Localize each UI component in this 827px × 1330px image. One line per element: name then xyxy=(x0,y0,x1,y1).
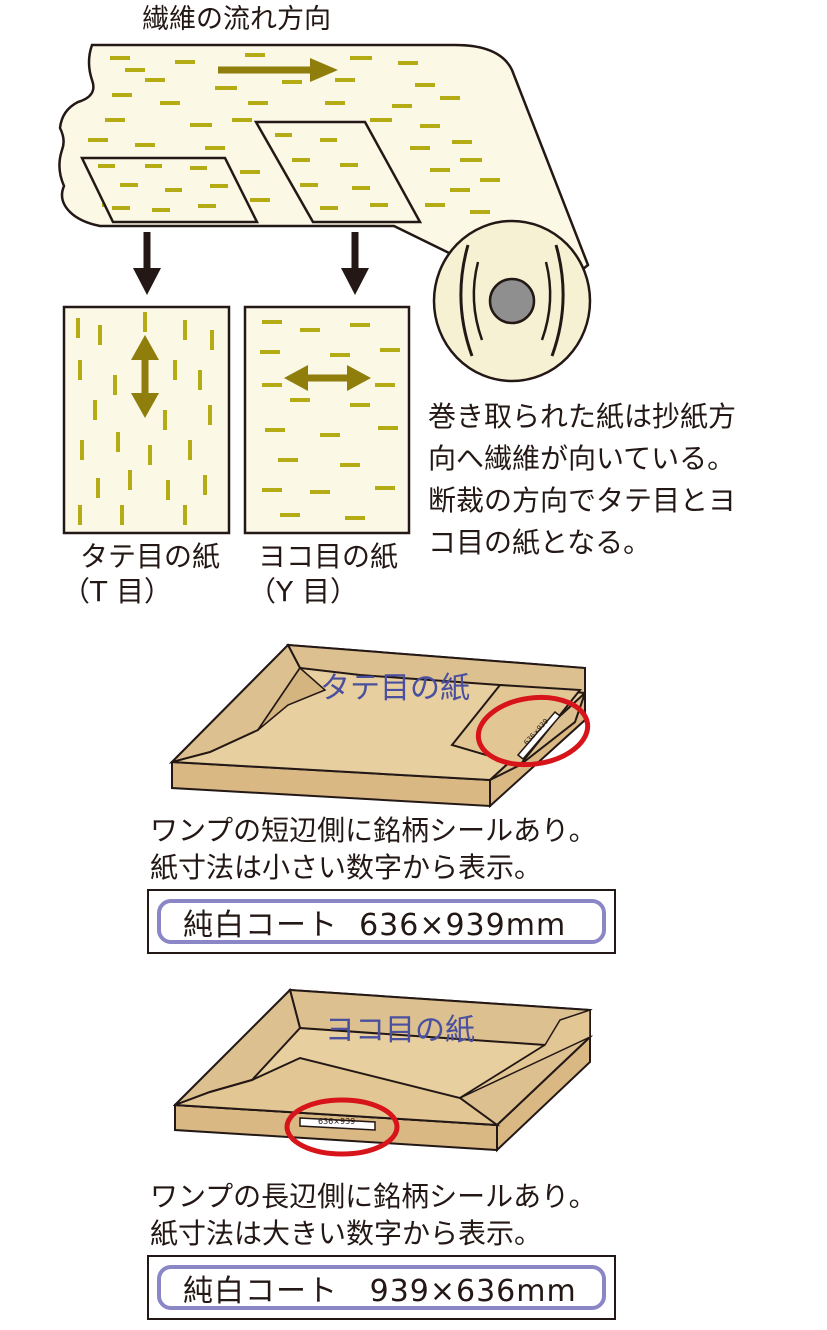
cut-sheet-y xyxy=(253,120,423,224)
box-y-seal-text: 636×939 xyxy=(318,1117,356,1126)
down-arrow-icon xyxy=(133,232,161,295)
roll-core xyxy=(488,277,536,325)
t-paper-label: タテ目の紙 xyxy=(80,540,221,573)
box-y-caption-line: ワンプの長辺側に銘柄シールあり。 xyxy=(150,1180,597,1213)
highlight-circle xyxy=(284,1097,400,1157)
box-t-product-label: 純白コート 636×939mm xyxy=(147,889,616,954)
box-y-product-label: 純白コート 939×636mm xyxy=(147,1255,616,1320)
box-y-caption-line: 紙寸法は大きい数字から表示。 xyxy=(150,1217,543,1250)
box-t-product-label-text: 純白コート 636×939mm xyxy=(157,899,606,944)
left-right-arrow-icon xyxy=(284,365,371,391)
paper-roll xyxy=(432,219,592,383)
explanation-line: コ目の紙となる。 xyxy=(428,526,652,559)
box-y-product-label-text: 純白コート 939×636mm xyxy=(157,1265,606,1310)
box-t-caption-line: 紙寸法は小さい数字から表示。 xyxy=(150,851,543,884)
box-t-caption-line: ワンプの短辺側に銘柄シールあり。 xyxy=(150,814,597,847)
t-paper-sheet xyxy=(62,305,231,535)
t-paper-sub: （T 目） xyxy=(62,575,173,608)
paper-roll-diagram xyxy=(58,43,592,535)
cut-sheet-t xyxy=(80,156,260,224)
y-paper-sub: （Y 目） xyxy=(248,575,359,608)
up-down-arrow-icon xyxy=(131,335,159,418)
down-arrow-icon xyxy=(341,232,369,295)
y-paper-sheet xyxy=(243,305,411,535)
explanation-line: 向へ繊維が向いている。 xyxy=(428,442,736,475)
box-t-seal-text: 636×939 xyxy=(522,717,551,747)
fiber-direction-label: 繊維の流れ方向 xyxy=(142,4,331,35)
right-arrow-icon xyxy=(218,58,338,82)
explanation-line: 巻き取られた紙は抄紙方 xyxy=(428,400,737,433)
explanation-text: 巻き取られた紙は抄紙方 向へ繊維が向いている。 断裁の方向でタテ目とヨ コ目の紙… xyxy=(428,396,736,564)
explanation-line: 断裁の方向でタテ目とヨ xyxy=(428,484,737,517)
box-t-title: タテ目の紙 xyxy=(320,671,470,706)
box-y-title: ヨコ目の紙 xyxy=(325,1013,475,1048)
y-paper-label: ヨコ目の紙 xyxy=(258,540,399,573)
